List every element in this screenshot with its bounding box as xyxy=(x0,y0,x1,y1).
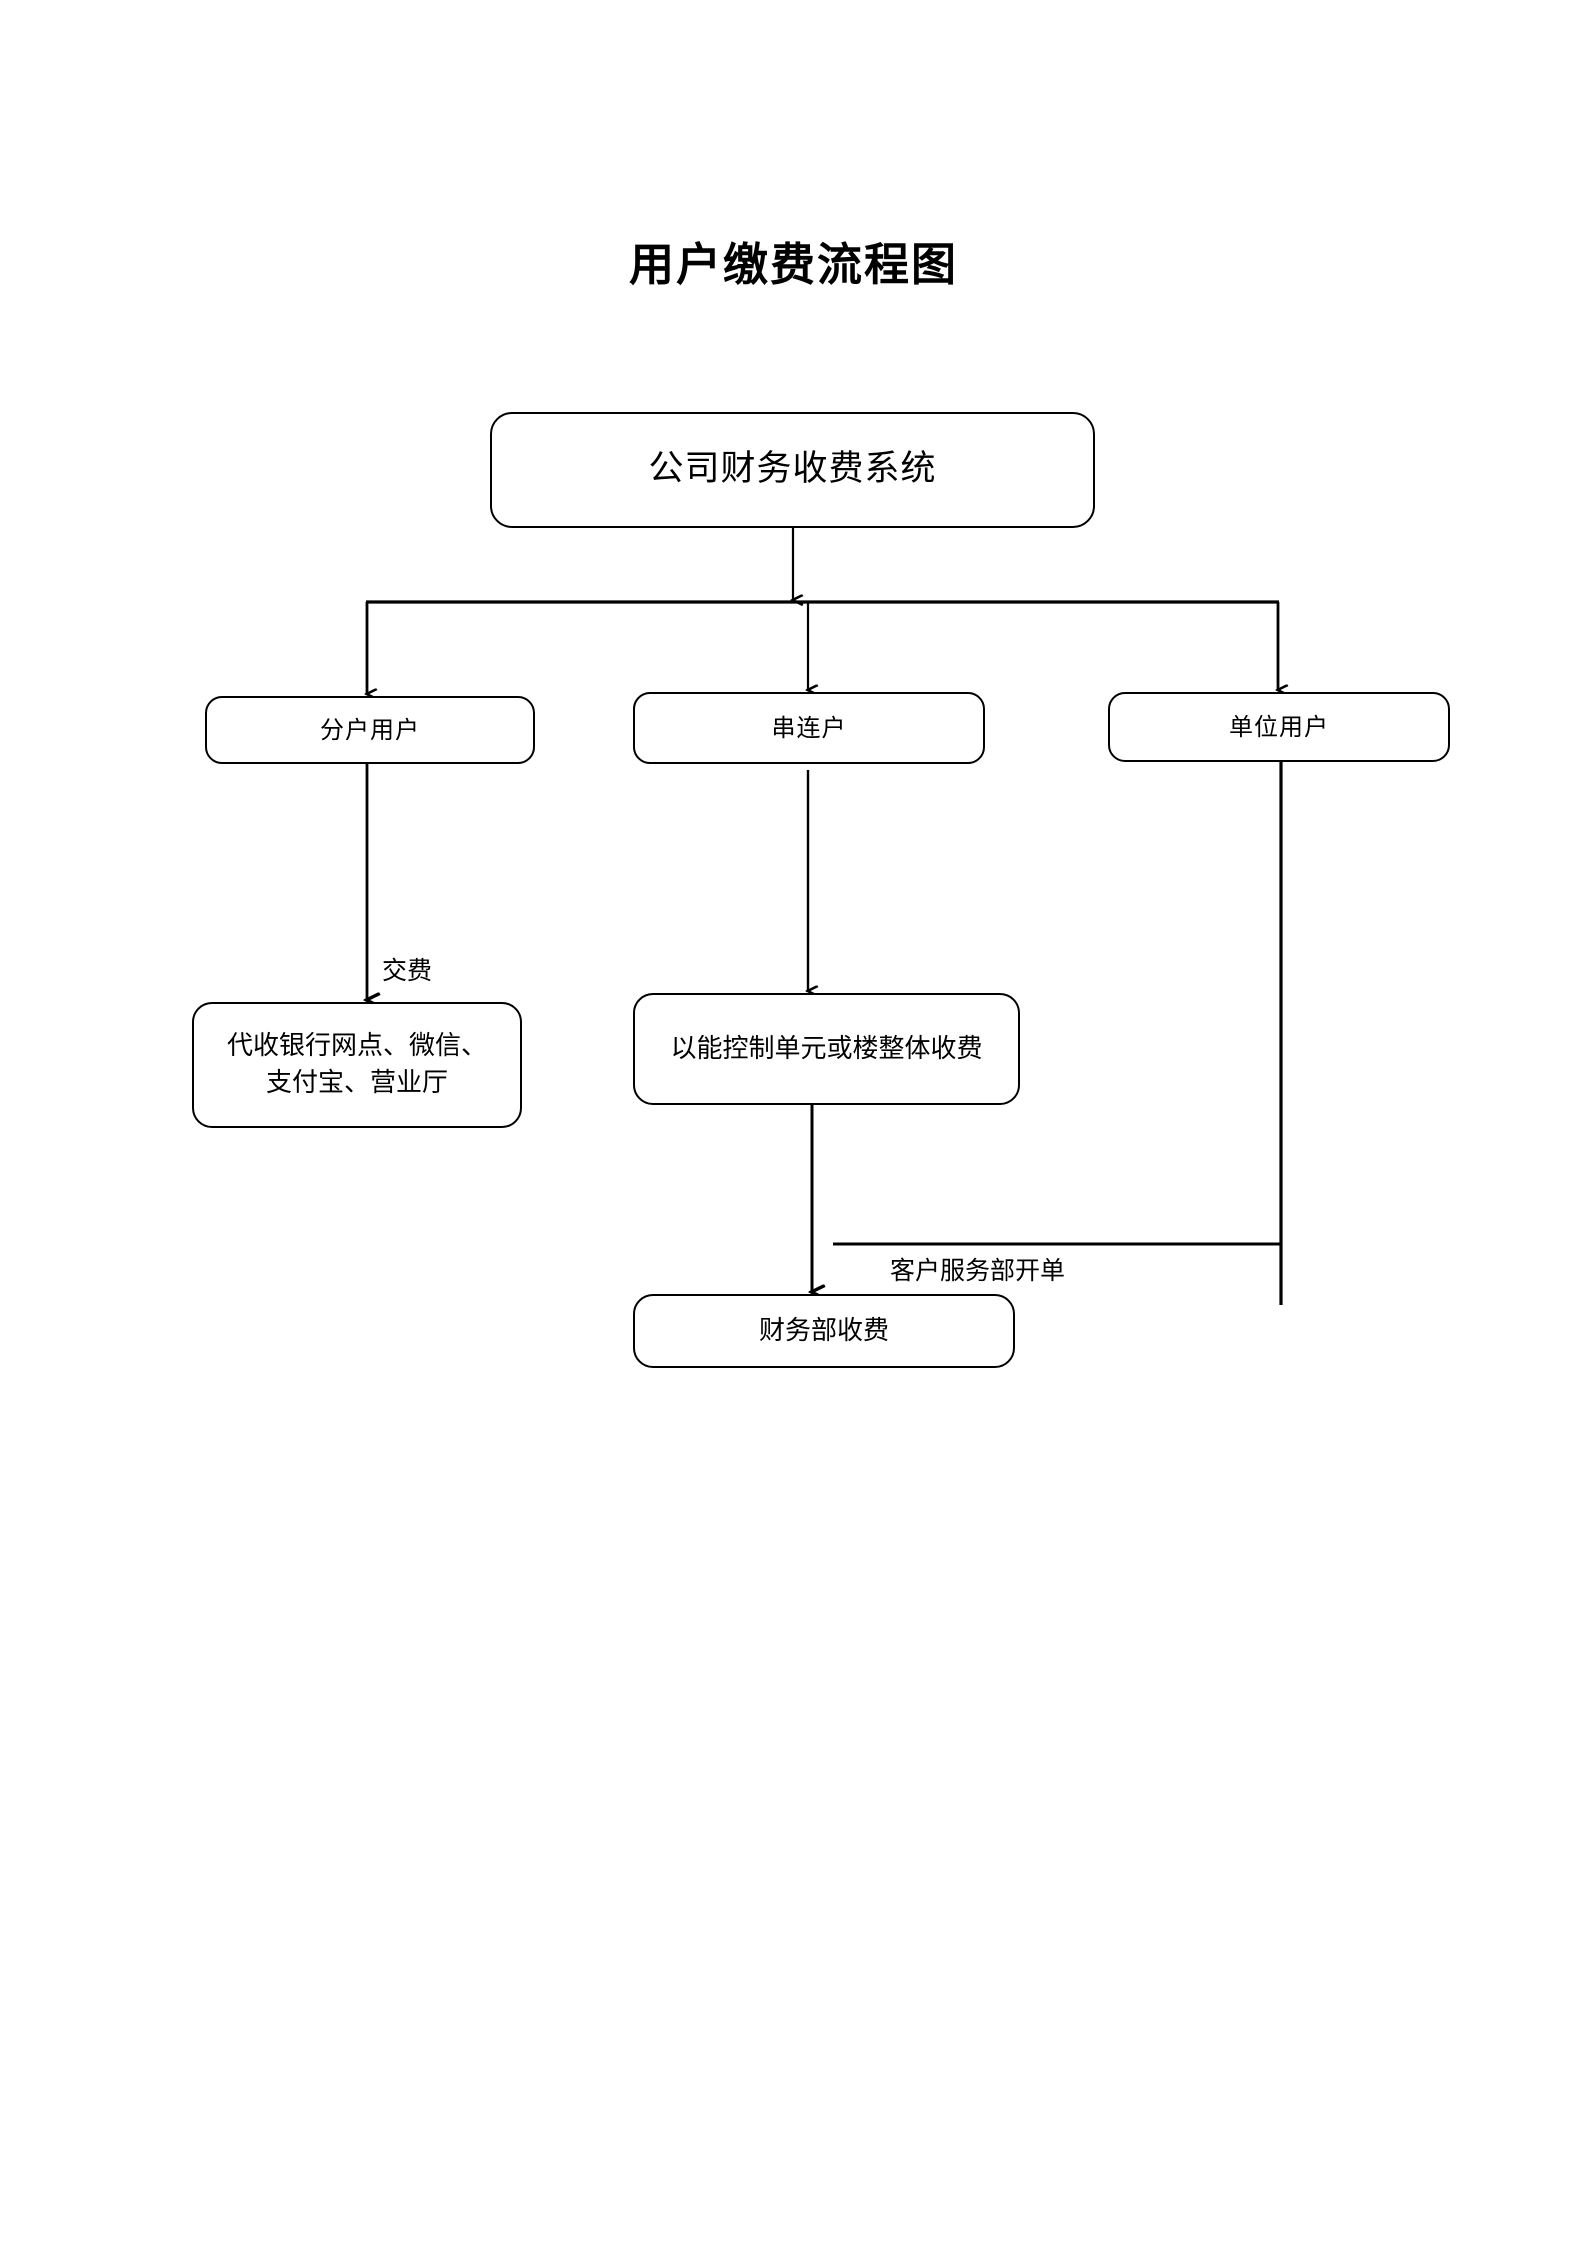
node-unitbill-label: 以能控制单元或楼整体收费 xyxy=(670,1033,983,1064)
node-organization-user[interactable]: 单位用户 xyxy=(1108,692,1450,762)
page-title: 用户缴费流程图 xyxy=(628,238,958,291)
node-company-finance-charging-system[interactable]: 公司财务收费系统 xyxy=(490,412,1095,528)
edge-label-pay-fee: 交费 xyxy=(382,956,433,985)
node-finance-label: 财务部收费 xyxy=(758,1315,889,1346)
node-root-label: 公司财务收费系统 xyxy=(648,449,937,490)
node-series-label: 串连户 xyxy=(771,713,847,742)
edge-label-customer-service-bill: 客户服务部开单 xyxy=(890,1256,1066,1285)
node-channels-line-2: 支付宝、营业厅 xyxy=(265,1068,448,1098)
node-unit-or-building-billing[interactable]: 以能控制单元或楼整体收费 xyxy=(633,993,1020,1105)
node-channels-line-1: 代收银行网点、微信、 xyxy=(226,1031,487,1062)
node-unit-label: 单位用户 xyxy=(1229,712,1329,741)
node-series-connected-household[interactable]: 串连户 xyxy=(633,692,985,764)
node-payment-channels[interactable]: 代收银行网点、微信、 支付宝、营业厅 xyxy=(192,1002,522,1128)
edge-unit-to-finance xyxy=(833,762,1283,1305)
node-finance-department-charging[interactable]: 财务部收费 xyxy=(633,1294,1015,1368)
node-sep-label: 分户用户 xyxy=(320,715,420,744)
node-channels-text: 代收银行网点、微信、 支付宝、营业厅 xyxy=(227,1028,487,1102)
node-separate-household-user[interactable]: 分户用户 xyxy=(205,696,535,764)
